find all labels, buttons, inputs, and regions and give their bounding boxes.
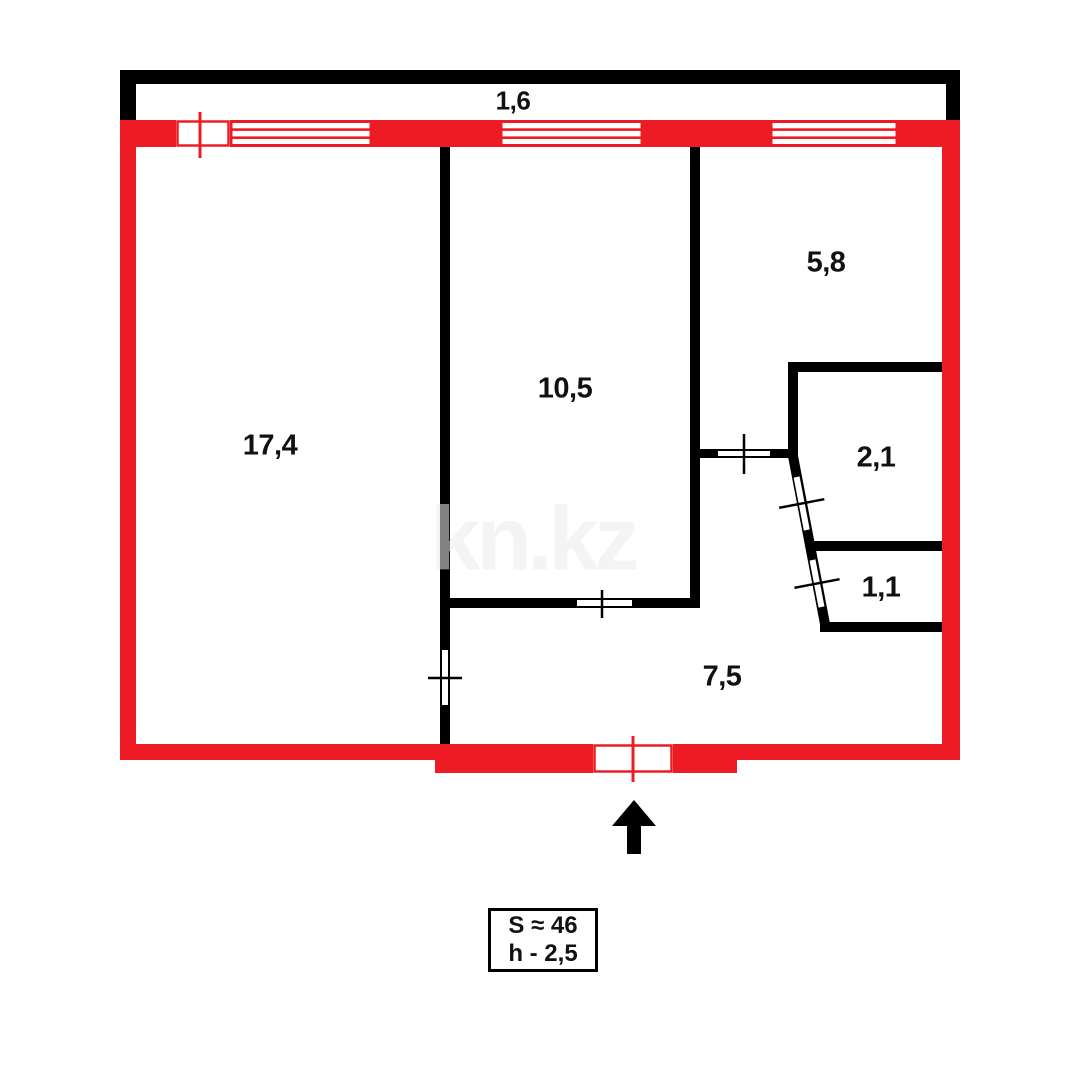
door-tick-toilet <box>778 497 825 510</box>
balcony-outline-right <box>946 84 960 120</box>
wall-toilet-left <box>788 362 798 458</box>
balcony-door-tick <box>198 112 202 158</box>
balcony-outline-left <box>120 84 136 120</box>
room-area-label-toilet: 2,1 <box>856 441 896 474</box>
wall-bedroom-hallway <box>440 598 700 608</box>
room-area-label-bathroom: 1,1 <box>861 571 901 604</box>
outer-wall-top-segment-3 <box>643 120 770 147</box>
wall-toilet-top <box>788 362 942 372</box>
info-total-area: S ≈ 46 <box>508 912 578 940</box>
room-area-label-living-room: 17,4 <box>242 429 298 462</box>
balcony-outline-top <box>120 70 960 84</box>
room-area-label-kitchen: 5,8 <box>806 246 846 279</box>
window-2 <box>500 120 643 147</box>
wall-toilet-bathroom <box>808 541 942 551</box>
door-gap-bedroom <box>577 600 632 606</box>
wall-bathroom-bottom <box>820 622 942 632</box>
watermark: kn.kz <box>430 489 639 590</box>
entrance-arrow-icon <box>612 800 656 854</box>
entrance-door <box>593 736 673 782</box>
room-area-label-balcony: 1,6 <box>495 85 531 116</box>
outer-wall-right <box>942 120 960 760</box>
entrance-door-tick <box>631 736 635 782</box>
window-1 <box>230 120 372 147</box>
outer-wall-top-segment-2 <box>372 120 500 147</box>
wall-living-bedroom <box>440 147 450 744</box>
info-ceiling-height: h - 2,5 <box>508 940 578 967</box>
door-tick-bathroom <box>794 577 840 590</box>
balcony-door <box>176 112 230 158</box>
window-3 <box>770 120 898 147</box>
wall-bedroom-kitchen <box>690 147 700 608</box>
room-area-label-hallway: 7,5 <box>702 660 742 693</box>
info-box: S ≈ 46 h - 2,5 <box>488 908 598 972</box>
balcony-door-frame <box>176 120 230 147</box>
balcony-door-gap <box>176 120 230 147</box>
entrance-porch-wall <box>435 744 737 773</box>
room-area-label-bedroom: 10,5 <box>537 372 593 405</box>
outer-wall-left <box>120 120 136 760</box>
